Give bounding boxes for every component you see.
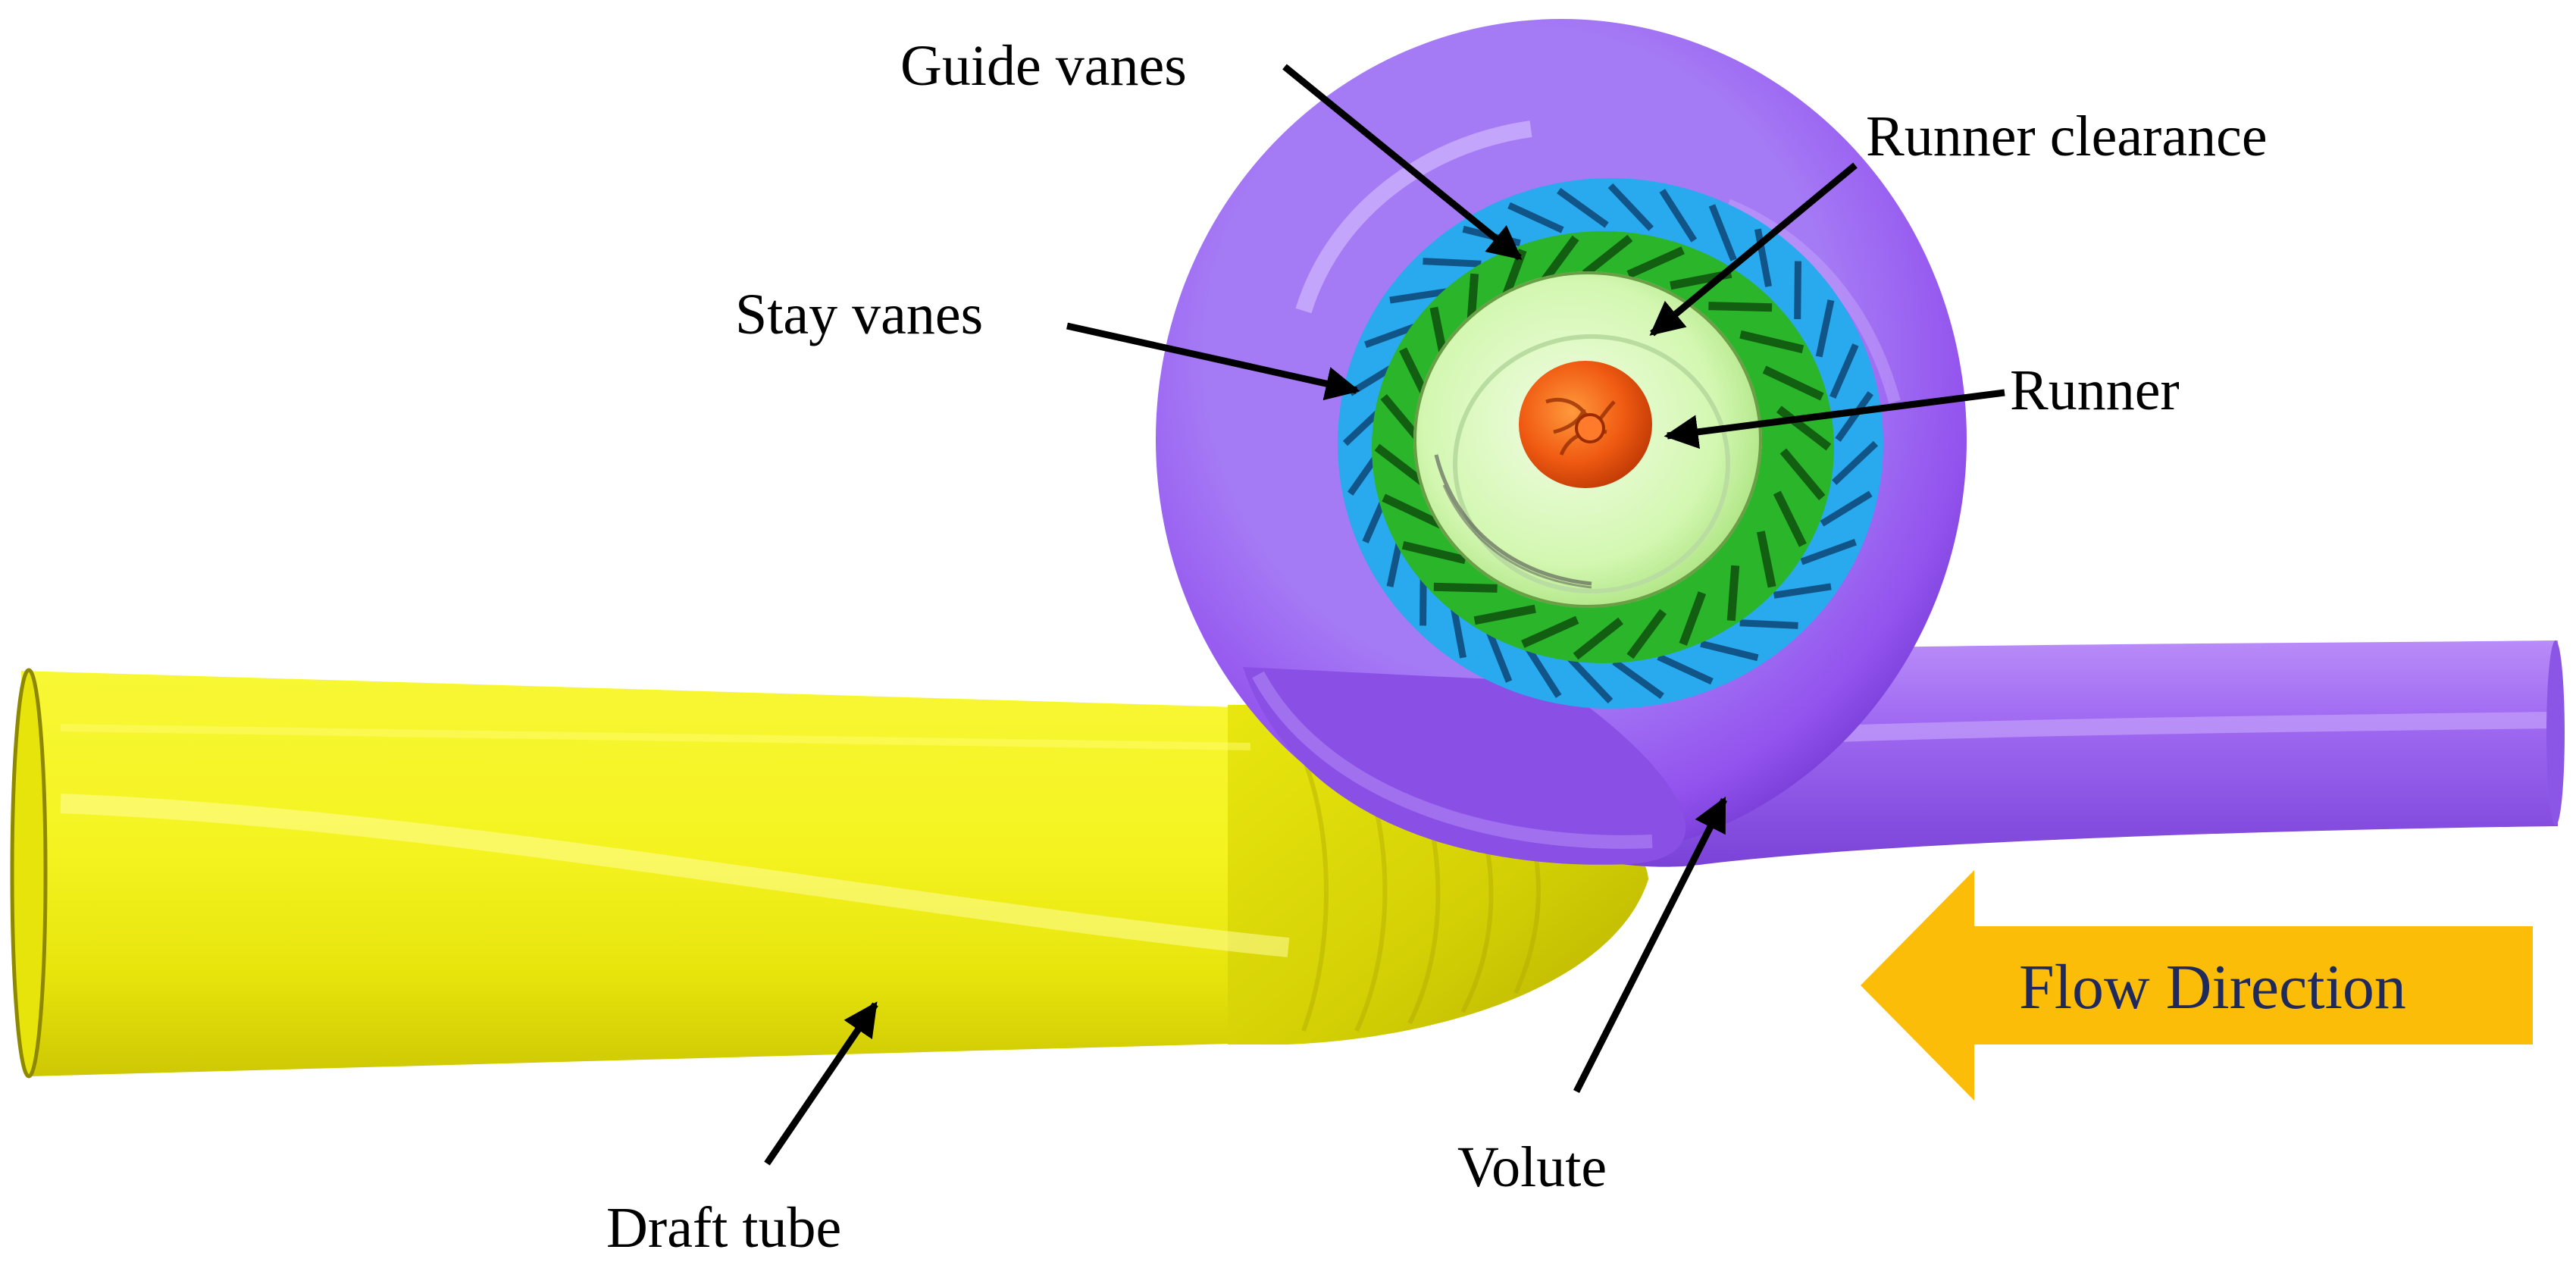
stay-vane-blade xyxy=(1523,644,1562,698)
stay-vane-blade xyxy=(1820,490,1873,527)
stay-vane-blade xyxy=(1657,653,1714,685)
stay-vane-blade xyxy=(1835,391,1873,442)
stay-vane-blade xyxy=(1423,258,1482,268)
guide-vane-blade xyxy=(1401,540,1466,565)
guide-vane-blade xyxy=(1773,490,1807,547)
stay-vanes-label: Stay vanes xyxy=(735,283,983,346)
guide-vane-blade xyxy=(1573,617,1624,660)
guide-vane-blade xyxy=(1433,582,1498,593)
guide-vane-blade xyxy=(1708,302,1773,312)
stay-vane-blade xyxy=(1708,204,1737,261)
stay-vane-blade xyxy=(1700,640,1759,662)
callouts: Guide vanes Runner clearance Stay vanes … xyxy=(606,34,2268,1260)
guide-vane-blade xyxy=(1382,493,1444,529)
guide-vane-blade xyxy=(1779,448,1826,501)
draft-tube-label: Draft tube xyxy=(606,1196,841,1260)
runner-clearance-label: Runner clearance xyxy=(1866,105,2268,168)
guide-vanes-leader xyxy=(1282,64,1523,261)
guide-vane-blade xyxy=(1726,565,1740,622)
stay-vane-blade xyxy=(1800,538,1857,565)
stay-vane-blade xyxy=(1815,299,1835,358)
stay-vane-blade xyxy=(1773,583,1832,599)
volute-label: Volute xyxy=(1457,1135,1607,1199)
guide-vane-blade xyxy=(1538,235,1579,286)
stay-vane-blade xyxy=(1829,343,1859,399)
stay-vane-blade xyxy=(1389,288,1448,304)
stay-vane-blade xyxy=(1659,189,1698,243)
flow-direction-arrow: Flow Direction xyxy=(1861,870,2533,1101)
stay-vane-blade xyxy=(1612,659,1664,700)
guide-vane-blade xyxy=(1626,609,1667,659)
runner-clearance-leader xyxy=(1649,162,1858,337)
stay-vane-blade xyxy=(1567,656,1614,704)
guide-vane-blade xyxy=(1776,406,1832,451)
draft-tube-leader xyxy=(764,1001,878,1166)
stay-vane-blade xyxy=(1507,202,1564,233)
runner-leader xyxy=(1664,389,2005,449)
guide-vane-blade xyxy=(1739,330,1804,354)
runner-label: Runner xyxy=(2010,359,2180,422)
guide-vane-blade xyxy=(1473,604,1536,625)
guide-vane-blade xyxy=(1626,246,1685,279)
guide-vane-blade xyxy=(1756,531,1776,588)
guide-vane-blade xyxy=(1521,615,1579,648)
guide-vane-blade xyxy=(1582,234,1633,277)
stay-vane-blade xyxy=(1754,228,1773,287)
guide-vane-blade xyxy=(1679,591,1707,646)
stay-vanes-leader xyxy=(1066,322,1360,401)
stay-vane-blade xyxy=(1607,183,1654,231)
stay-vane-blade xyxy=(1832,440,1879,485)
stay-vane-blade xyxy=(1557,187,1609,228)
guide-vane-blade xyxy=(1762,365,1824,401)
guide-vanes-label: Guide vanes xyxy=(900,34,1187,98)
stay-vane-blade xyxy=(1739,619,1798,629)
volute-leader xyxy=(1573,796,1728,1094)
runner xyxy=(1519,361,1652,488)
flow-direction-label: Flow Direction xyxy=(2019,952,2406,1023)
